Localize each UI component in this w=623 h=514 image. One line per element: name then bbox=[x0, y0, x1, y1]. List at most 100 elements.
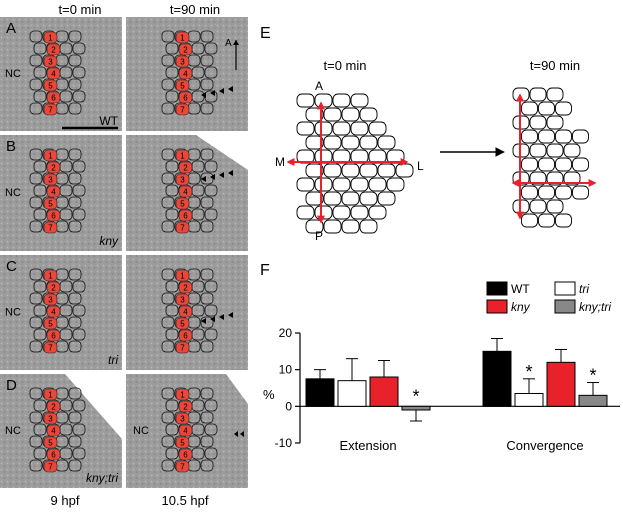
cell-number: 4 bbox=[183, 427, 188, 436]
bar-WT-convergence bbox=[482, 350, 512, 407]
cell-number: 1 bbox=[48, 272, 53, 281]
significance-star: * bbox=[589, 366, 596, 386]
cell-number: 5 bbox=[48, 200, 53, 209]
category-label-convergence: Convergence bbox=[506, 438, 583, 453]
cell-number: 2 bbox=[183, 403, 188, 412]
significance-star: * bbox=[525, 362, 532, 382]
cell-number: 5 bbox=[180, 82, 185, 91]
row-letter-d: D bbox=[6, 377, 17, 394]
legend-label-2: kny bbox=[511, 300, 531, 314]
axis-label-anterior: A bbox=[225, 38, 232, 49]
chart-bars: *Extension**Convergence bbox=[305, 338, 608, 453]
row-letter-b: B bbox=[6, 138, 16, 155]
cell-number: 7 bbox=[180, 106, 185, 115]
cell-number: 6 bbox=[51, 451, 56, 460]
microscopy-panels: 1234567NC1234567AWT1234567NC1234567Bkny1… bbox=[0, 17, 248, 488]
cell-number: 6 bbox=[183, 451, 188, 460]
legend-swatch-3 bbox=[554, 299, 576, 314]
col-header-t0: t=0 min bbox=[58, 2, 102, 17]
axis-label-m: M bbox=[275, 155, 285, 169]
row-letter-a: A bbox=[6, 20, 16, 37]
cell-number: 2 bbox=[183, 46, 188, 55]
cell-number: 5 bbox=[180, 320, 185, 329]
cell-number: 2 bbox=[183, 284, 188, 293]
cell-number: 3 bbox=[180, 415, 185, 424]
cell-number: 2 bbox=[51, 164, 56, 173]
y-axis-label: % bbox=[263, 387, 275, 402]
nc-label: NC bbox=[5, 187, 21, 199]
y-tick-label: -10 bbox=[275, 436, 293, 450]
genotype-label: kny bbox=[99, 234, 119, 248]
cell-number: 7 bbox=[180, 344, 185, 353]
cell-number: 2 bbox=[51, 284, 56, 293]
cell-number: 3 bbox=[48, 296, 53, 305]
cell-number: 1 bbox=[180, 272, 185, 281]
microscopy-panel-c-t90: 1 2 3 4 5 6 7 bbox=[126, 255, 248, 370]
cell-number: 4 bbox=[183, 70, 188, 79]
genotype-label: tri bbox=[108, 353, 118, 367]
cell-number: 2 bbox=[51, 46, 56, 55]
legend-label-0: WT bbox=[511, 282, 530, 296]
cell-number: 7 bbox=[48, 106, 53, 115]
chart-legend: WT tri kny kny;tri bbox=[486, 281, 611, 314]
legend-label-1: tri bbox=[579, 282, 589, 296]
cell-number: 2 bbox=[51, 403, 56, 412]
bar-tri-extension bbox=[369, 376, 399, 407]
cell-number: 7 bbox=[48, 463, 53, 472]
nc-label: NC bbox=[5, 68, 21, 80]
legend-label-3: kny;tri bbox=[579, 300, 611, 314]
cell-number: 3 bbox=[180, 58, 185, 67]
y-tick-label: 0 bbox=[285, 399, 292, 413]
bar-kny-convergence bbox=[514, 393, 544, 407]
cell-number: 4 bbox=[51, 427, 56, 436]
bar-WT-extension bbox=[305, 378, 335, 407]
category-label-extension: Extension bbox=[339, 438, 396, 453]
genotype-label: WT bbox=[99, 114, 118, 128]
cell-number: 2 bbox=[183, 164, 188, 173]
panel-e-diagram: A P M L bbox=[275, 79, 597, 243]
col-header-t90: t=90 min bbox=[169, 2, 221, 17]
panel-e-title-t0: t=0 min bbox=[323, 58, 367, 73]
cell-number: 6 bbox=[51, 332, 56, 341]
cell-number: 1 bbox=[180, 34, 185, 43]
nc-label: NC bbox=[5, 425, 21, 437]
cell-number: 6 bbox=[183, 332, 188, 341]
cell-number: 6 bbox=[183, 212, 188, 221]
legend-swatch-0 bbox=[486, 281, 508, 296]
cell-number: 7 bbox=[48, 224, 53, 233]
bar-tri-convergence bbox=[546, 361, 576, 407]
cell-number: 7 bbox=[180, 463, 185, 472]
cell-number: 3 bbox=[180, 296, 185, 305]
bar-kny-extension bbox=[337, 380, 367, 407]
panel-e-letter: E bbox=[260, 25, 271, 42]
cell-number: 4 bbox=[183, 188, 188, 197]
y-tick-label: 20 bbox=[279, 326, 293, 340]
cell-number: 3 bbox=[180, 176, 185, 185]
axis-label-p: P bbox=[315, 229, 323, 243]
nc-label: NC bbox=[5, 307, 21, 319]
cell-number: 5 bbox=[180, 200, 185, 209]
cell-number: 6 bbox=[51, 212, 56, 221]
cell-number: 1 bbox=[180, 391, 185, 400]
cell-number: 3 bbox=[48, 176, 53, 185]
cell-number: 4 bbox=[183, 308, 188, 317]
cell-cluster-t0 bbox=[296, 93, 414, 234]
cell-number: 5 bbox=[180, 439, 185, 448]
cell-number: 5 bbox=[48, 320, 53, 329]
legend-swatch-1 bbox=[554, 281, 576, 296]
row-letter-c: C bbox=[6, 258, 17, 275]
axis-label-a: A bbox=[315, 79, 323, 93]
y-tick-label: 10 bbox=[279, 363, 293, 377]
cell-number: 5 bbox=[48, 439, 53, 448]
stage-label-9hpf: 9 hpf bbox=[50, 493, 80, 508]
cell-cluster-t90 bbox=[512, 87, 589, 228]
cell-number: 4 bbox=[51, 308, 56, 317]
cell-number: 5 bbox=[48, 82, 53, 91]
panel-e-title-t90: t=90 min bbox=[529, 58, 581, 73]
